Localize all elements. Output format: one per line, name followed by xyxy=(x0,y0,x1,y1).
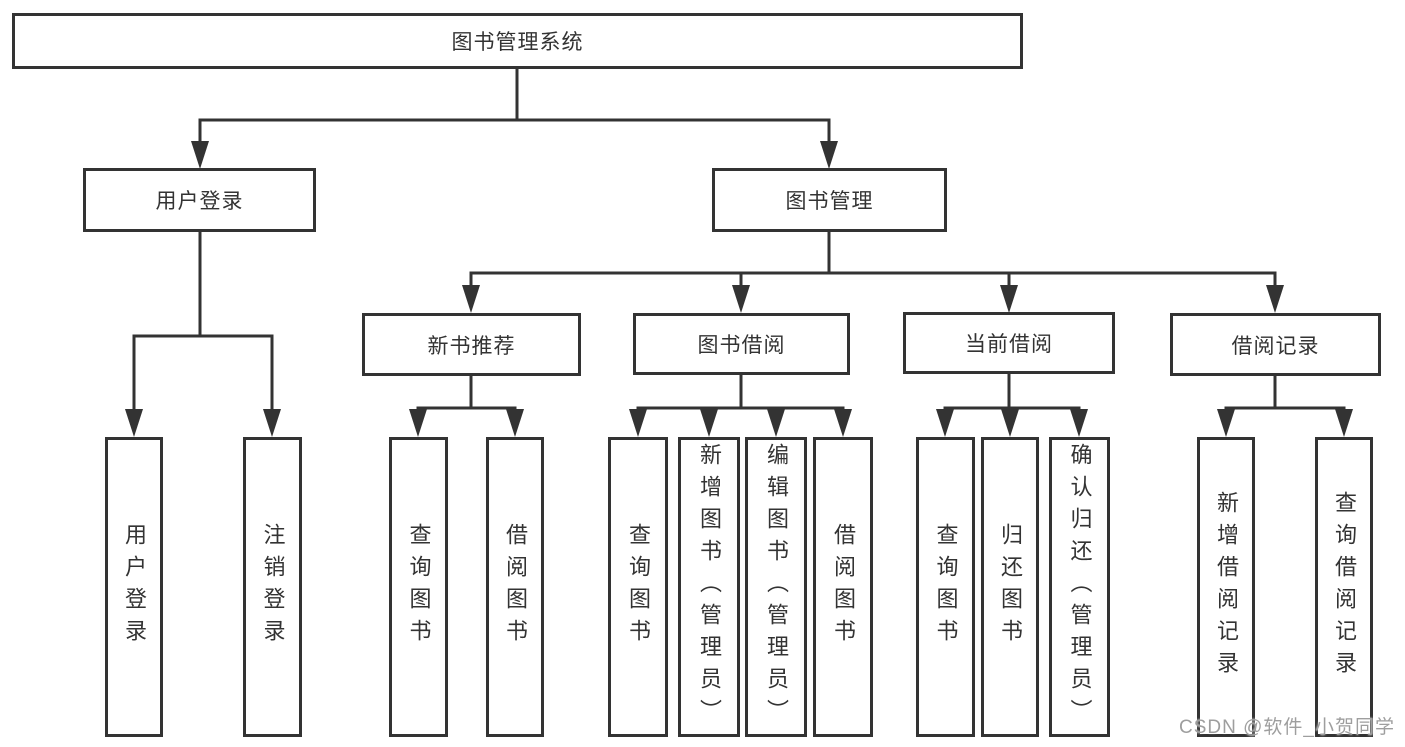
node-borrow-records-label: 借阅记录 xyxy=(1231,334,1320,358)
node-user-login-leaf-label: 用户登录 xyxy=(122,523,147,651)
node-nbr-query-books-label: 查询图书 xyxy=(406,523,432,651)
node-new-book-recommend-label: 新书推荐 xyxy=(427,334,516,358)
node-logout-leaf-label: 注销登录 xyxy=(260,523,286,651)
node-book-management-group-label: 图书管理 xyxy=(785,190,874,213)
node-bb-query-books-label: 查询图书 xyxy=(626,523,651,651)
connector-borrow-records-children xyxy=(1224,376,1346,413)
node-nbr-borrow-books-label: 借阅图书 xyxy=(503,523,528,651)
node-nbr-query-books: 查询图书 xyxy=(389,437,448,737)
connector-user-login-children xyxy=(132,232,274,413)
node-cb-query-books: 查询图书 xyxy=(916,437,975,737)
node-book-management-group: 图书管理 xyxy=(712,168,947,232)
node-user-login-group-label: 用户登录 xyxy=(155,190,244,213)
node-new-book-recommend: 新书推荐 xyxy=(362,313,581,376)
connector-root-to-level2 xyxy=(198,69,831,145)
node-bb-borrow-books: 借阅图书 xyxy=(813,437,873,737)
node-borrow-records: 借阅记录 xyxy=(1170,313,1381,376)
node-bb-borrow-books-label: 借阅图书 xyxy=(831,523,856,651)
connector-current-borrow-children xyxy=(943,374,1081,413)
node-cb-confirm-return-admin-label: 确认归还（管理员） xyxy=(1067,443,1093,731)
node-book-borrow: 图书借阅 xyxy=(633,313,850,375)
node-book-borrow-label: 图书借阅 xyxy=(697,334,786,357)
node-user-login-leaf: 用户登录 xyxy=(105,437,163,737)
node-library-management-system-label: 图书管理系统 xyxy=(451,31,584,54)
node-bb-edit-books-admin-label: 编辑图书（管理员） xyxy=(764,443,789,731)
node-br-add-record-label: 新增借阅记录 xyxy=(1214,491,1239,683)
node-current-borrow: 当前借阅 xyxy=(903,312,1115,374)
node-bb-query-books: 查询图书 xyxy=(608,437,668,737)
connector-new-book-recommend-children xyxy=(416,376,517,413)
connector-book-borrow-children xyxy=(636,375,845,413)
node-current-borrow-label: 当前借阅 xyxy=(965,333,1053,356)
node-cb-confirm-return-admin: 确认归还（管理员） xyxy=(1049,437,1110,737)
node-user-login-group: 用户登录 xyxy=(83,168,316,232)
node-nbr-borrow-books: 借阅图书 xyxy=(486,437,544,737)
node-cb-query-books-label: 查询图书 xyxy=(933,523,959,651)
node-bb-add-books-admin: 新增图书（管理员） xyxy=(678,437,740,737)
node-cb-return-books: 归还图书 xyxy=(981,437,1039,737)
node-library-management-system: 图书管理系统 xyxy=(12,13,1023,69)
node-cb-return-books-label: 归还图书 xyxy=(998,523,1023,651)
csdn-watermark: CSDN @软件_小贺同学 xyxy=(1179,717,1395,738)
node-br-add-record: 新增借阅记录 xyxy=(1197,437,1255,737)
node-br-query-record: 查询借阅记录 xyxy=(1315,437,1373,737)
connector-book-management-children xyxy=(469,232,1277,289)
node-logout-leaf: 注销登录 xyxy=(243,437,302,737)
node-br-query-record-label: 查询借阅记录 xyxy=(1332,491,1357,683)
node-bb-edit-books-admin: 编辑图书（管理员） xyxy=(745,437,807,737)
node-bb-add-books-admin-label: 新增图书（管理员） xyxy=(697,443,722,731)
